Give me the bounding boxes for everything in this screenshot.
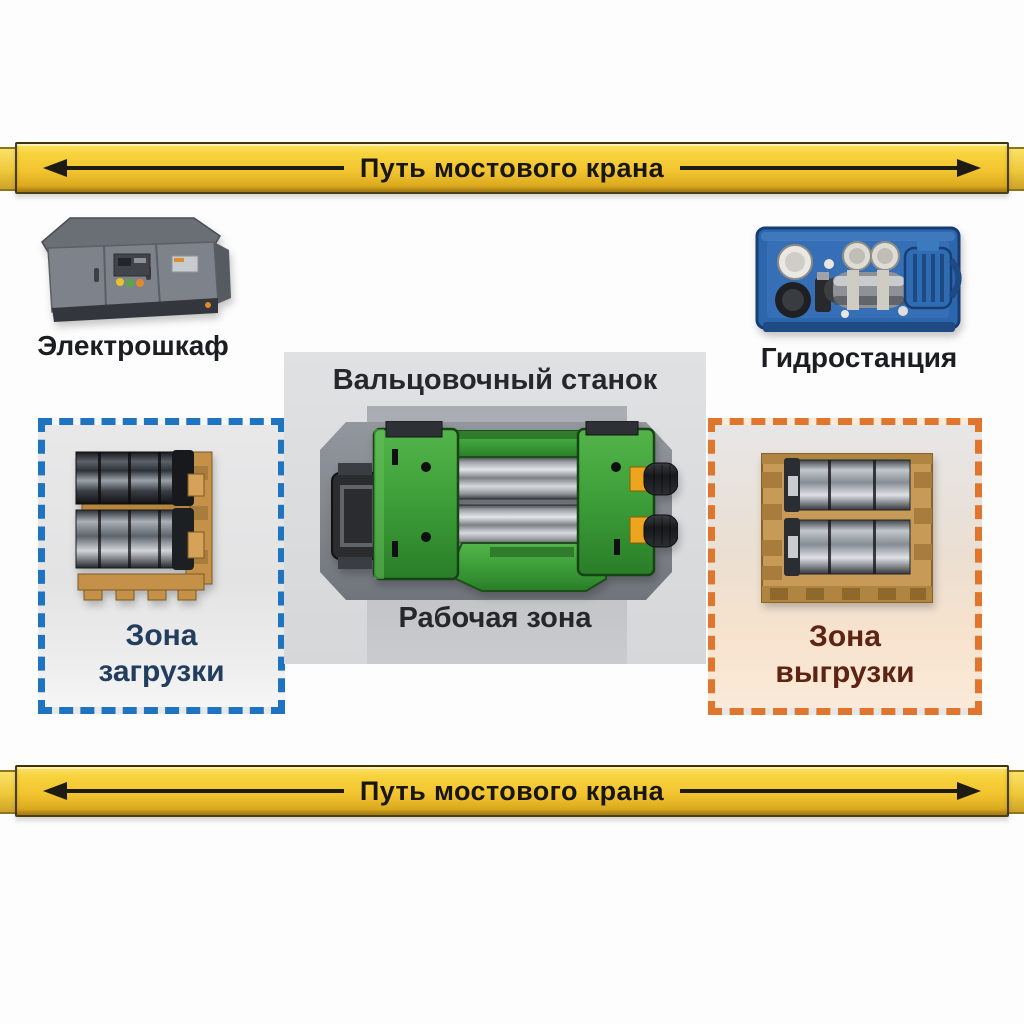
work-zone-label: Рабочая зона bbox=[398, 602, 592, 634]
crane-rail-label: Путь мостового крана bbox=[359, 775, 665, 806]
arrow-left-icon bbox=[43, 782, 344, 800]
electrical-cabinet-illustration bbox=[41, 217, 231, 322]
loading-zone-coils-illustration bbox=[75, 450, 213, 601]
arrow-left-icon bbox=[43, 159, 344, 177]
loading-zone-label: Зона загрузки bbox=[98, 619, 225, 688]
rolling-machine-illustration bbox=[331, 421, 678, 592]
unloading-zone-coils-illustration bbox=[761, 453, 933, 603]
crane-rail-label: Путь мостового крана bbox=[359, 152, 665, 183]
arrow-right-icon bbox=[680, 159, 982, 177]
crane-rail-body: Путь мостового крана bbox=[15, 142, 1009, 194]
crane-rail-bottom: Путь мостового крана bbox=[0, 763, 1024, 821]
hydraulic-station-label: Гидростанция bbox=[760, 342, 958, 373]
rolling-machine-title: Вальцовочный станок bbox=[332, 364, 658, 396]
crane-rail-top: Путь мостового крана bbox=[0, 140, 1024, 198]
arrow-right-icon bbox=[680, 782, 982, 800]
hydraulic-station-illustration bbox=[755, 226, 962, 332]
crane-rail-body: Путь мостового крана bbox=[15, 765, 1009, 817]
unloading-zone-label: Зона выгрузки bbox=[775, 620, 915, 689]
electrical-cabinet-label: Электрошкаф bbox=[37, 330, 229, 361]
